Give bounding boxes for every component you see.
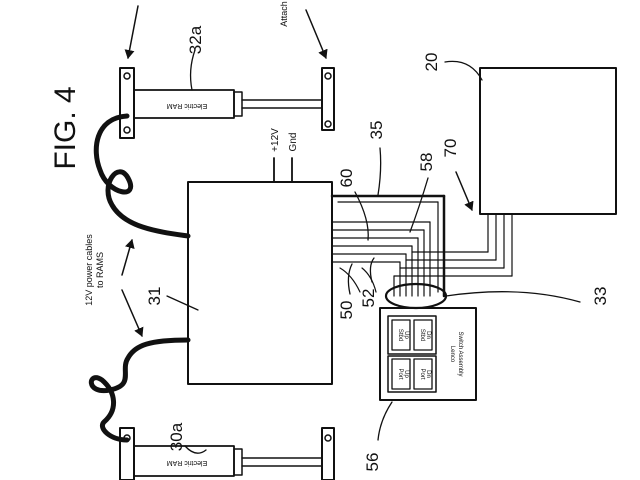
power-cable-bottom [88, 337, 191, 443]
switch-port-dn-l2: Dn [425, 370, 431, 378]
controller-box [187, 181, 333, 385]
ref-50: 50 [337, 301, 356, 320]
unit-20-box [479, 67, 617, 215]
switch-port-dn[interactable] [413, 358, 433, 390]
electric-ram-top: Electric RAM [119, 67, 335, 139]
box20-wires [393, 213, 513, 297]
attach-label: Attach [279, 1, 289, 27]
ram-label-bottom: Electric RAM [167, 459, 208, 466]
switch-port-up-l1: Port [397, 368, 403, 379]
switch-port-up-l2: Up [403, 370, 409, 378]
ref-30a: 30a [167, 422, 186, 451]
ref-31: 31 [145, 287, 164, 306]
ref-20: 20 [422, 53, 441, 72]
switch-stbd-dn-l1: Stbd [419, 329, 425, 341]
switch-stbd-up-l1: Stbd [397, 329, 403, 341]
cables-note-line2: to RAMS [95, 252, 105, 288]
cables-note-line1: 12V power cables [84, 234, 94, 306]
ref-70: 70 [441, 139, 460, 158]
ref-33: 33 [591, 287, 610, 306]
ram-label-top: Electric RAM [167, 102, 208, 109]
ref-58: 58 [417, 153, 436, 172]
plus-12v-label: +12V [270, 128, 281, 152]
switch-stbd-up-l2: Up [403, 331, 409, 339]
switch-assembly: Stbd Up Stbd Dn Port Up Port Dn Lenco Sw… [379, 307, 477, 401]
ref-60: 60 [337, 169, 356, 188]
wire-bundle-35 [330, 194, 446, 298]
figure-title: FIG. 4 [49, 86, 82, 169]
switch-title-line1: Lenco [449, 346, 455, 363]
switch-title-line2: Switch Assembly [457, 331, 463, 376]
power-cable-top [93, 113, 191, 239]
ref-35: 35 [367, 121, 386, 140]
switch-stbd-up[interactable] [391, 319, 411, 351]
switch-stbd-dn[interactable] [413, 319, 433, 351]
gnd-label: Gnd [288, 133, 299, 152]
ref-56: 56 [363, 453, 382, 472]
electric-ram-bottom: Electric RAM [119, 427, 335, 480]
switch-stbd-dn-l2: Dn [425, 331, 431, 339]
ref-52: 52 [359, 289, 378, 308]
ref-32a: 32a [186, 25, 205, 54]
switch-port-dn-l1: Port [419, 368, 425, 379]
wire-clamp-33 [384, 282, 448, 310]
switch-port-up[interactable] [391, 358, 411, 390]
